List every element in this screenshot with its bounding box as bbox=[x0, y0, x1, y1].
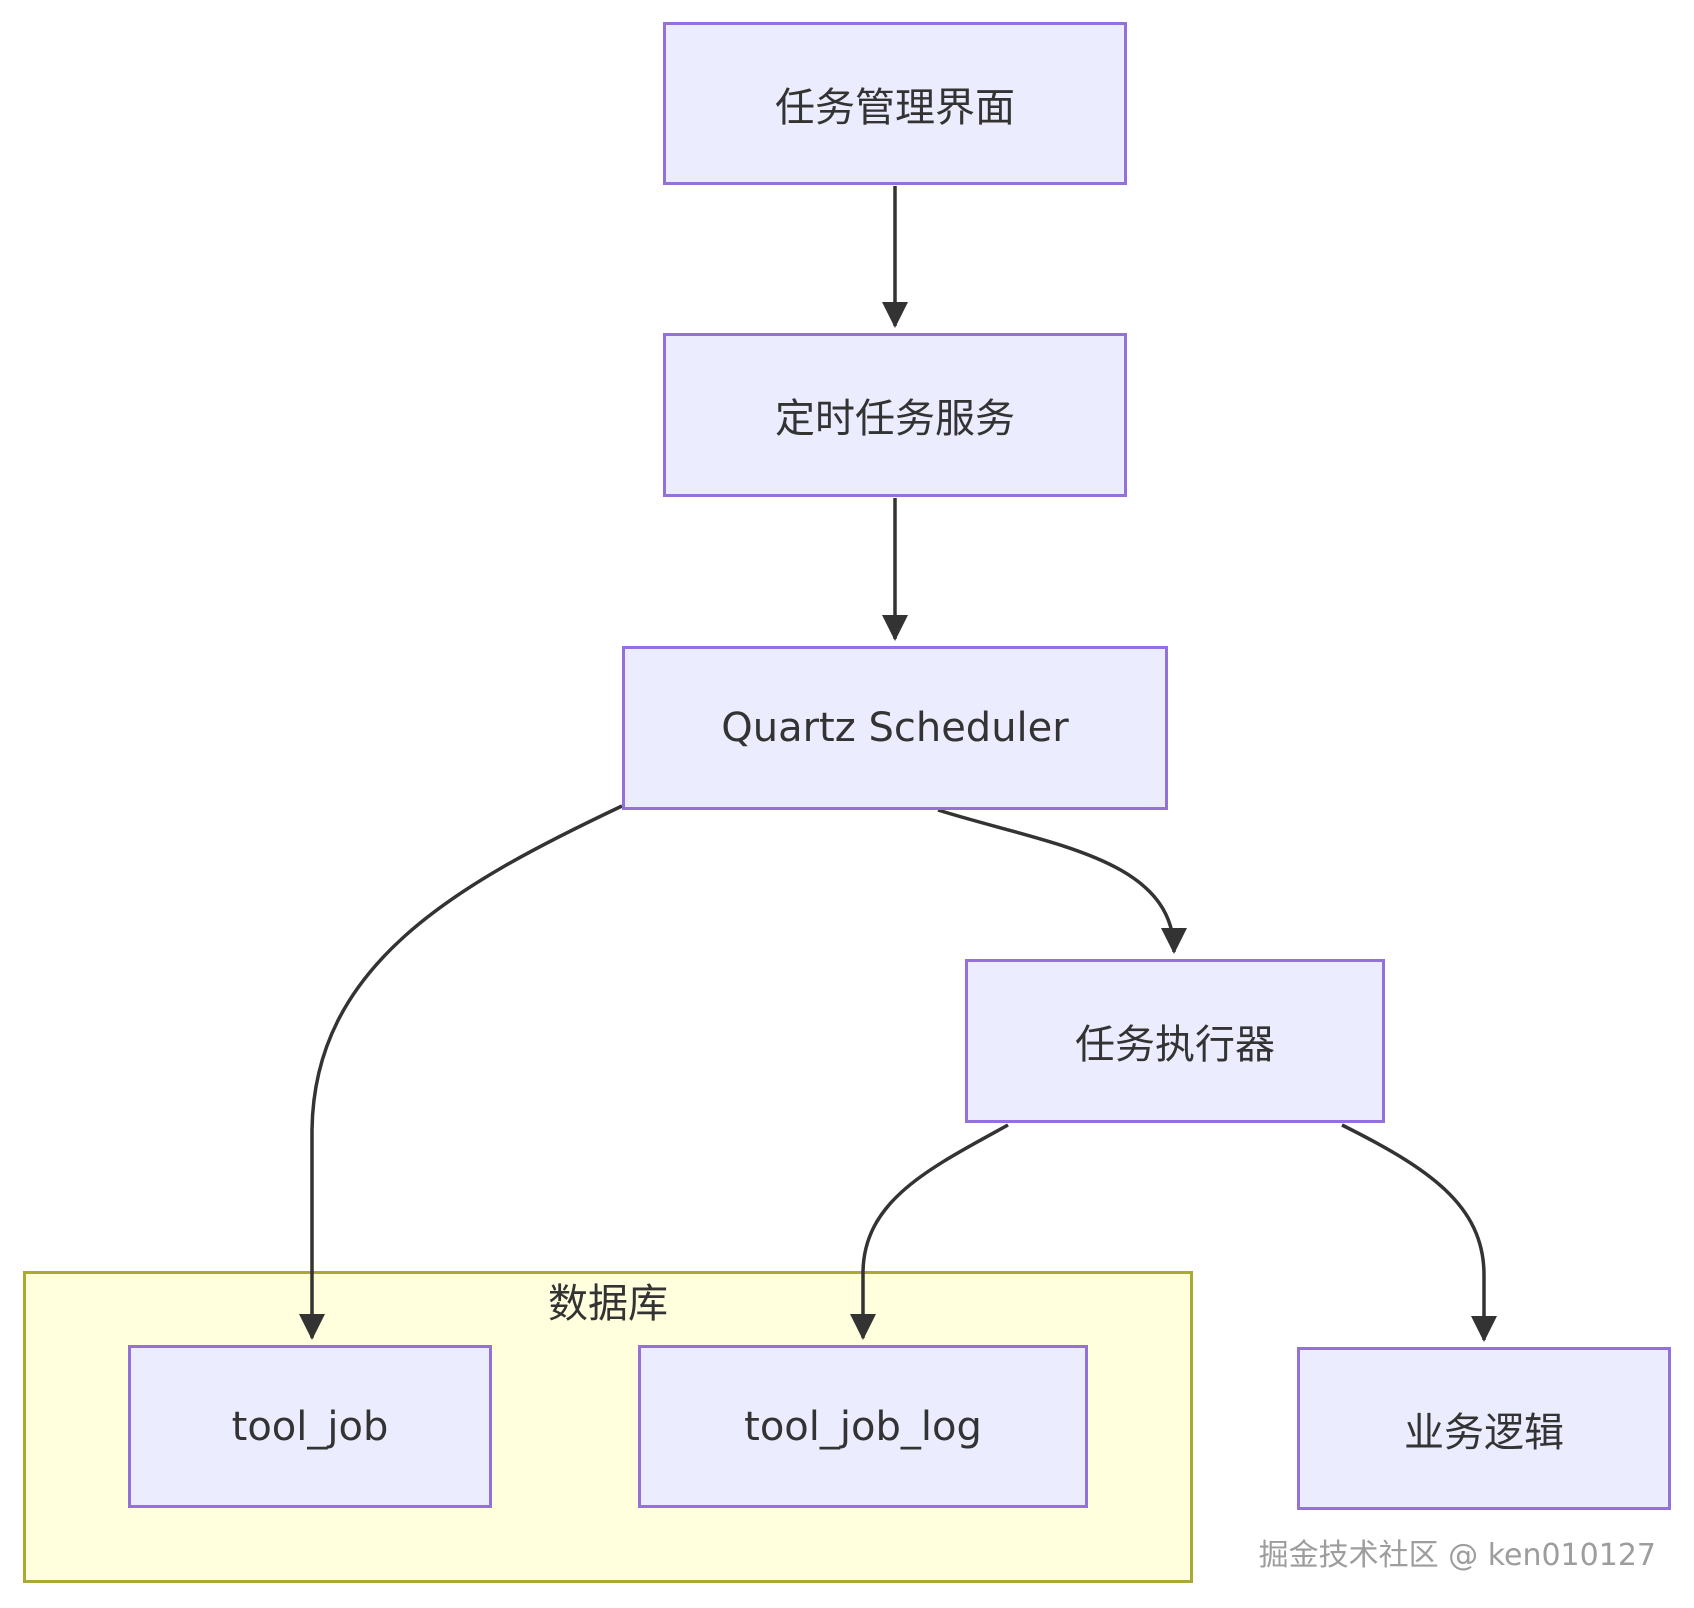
node-quartz-scheduler: Quartz Scheduler bbox=[622, 646, 1168, 810]
edge-scheduler-to-tooljob bbox=[299, 804, 623, 1340]
node-scheduled-task-service: 定时任务服务 bbox=[663, 333, 1127, 497]
node-tool-job-log-table: tool_job_log bbox=[638, 1345, 1088, 1508]
node-business-logic: 业务逻辑 bbox=[1297, 1347, 1671, 1510]
watermark-text: 掘金技术社区 @ ken010127 bbox=[1258, 1538, 1656, 1573]
node-task-executor: 任务执行器 bbox=[965, 959, 1385, 1123]
database-cluster-label: 数据库 bbox=[548, 1281, 668, 1327]
node-tool-job-table: tool_job bbox=[128, 1345, 492, 1508]
edge-scheduler-to-executor bbox=[937, 808, 1187, 954]
edge-executor-to-business bbox=[1341, 1123, 1497, 1342]
node-task-management-ui: 任务管理界面 bbox=[663, 22, 1127, 185]
